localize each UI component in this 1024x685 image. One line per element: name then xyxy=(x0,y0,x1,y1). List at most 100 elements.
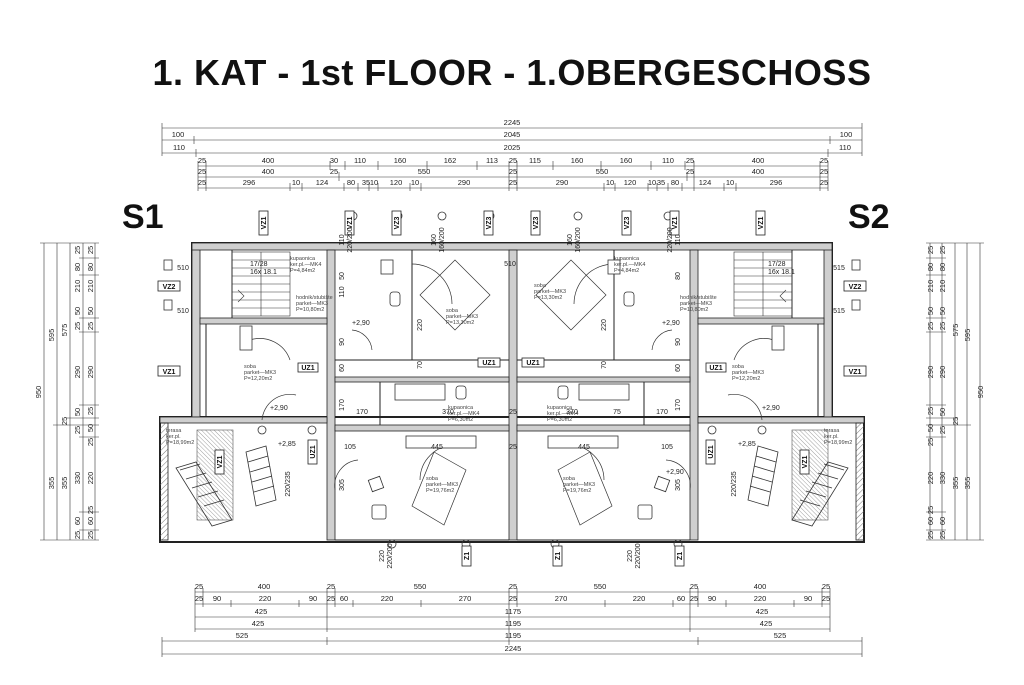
dim-text: 400 xyxy=(754,582,767,591)
room-area: P=13,30m2 xyxy=(446,320,474,326)
dim-text: 25 xyxy=(73,531,82,539)
room-area: P=12,20m2 xyxy=(244,376,272,382)
dim-text: 25 xyxy=(509,167,517,176)
dim-text: 50 xyxy=(86,424,95,432)
dim-text: 25 xyxy=(73,246,82,254)
dim-text: 220 xyxy=(601,319,608,331)
room-floor: ker.pl. xyxy=(166,434,181,440)
dim-text: 162 xyxy=(444,156,457,165)
room-floor: ker.pl.—MK4 xyxy=(547,411,578,417)
dim-text: 90 xyxy=(804,594,812,603)
dim-text: 50 xyxy=(73,307,82,315)
dim-text: 50 xyxy=(86,307,95,315)
dim-text: 50 xyxy=(938,408,947,416)
room-area: P=4,84m2 xyxy=(290,268,315,274)
vz2-marker: VZ2 xyxy=(849,284,862,291)
elevation-text: +2,90 xyxy=(352,320,370,327)
dim-text: 60 xyxy=(926,517,935,525)
room-floor: parket—MK3 xyxy=(534,289,566,295)
staircase-right xyxy=(733,251,793,317)
dim-text: 25 xyxy=(509,156,517,165)
z1-marker: Z1 xyxy=(555,552,562,560)
dim-text: 25 xyxy=(86,246,95,254)
dim-text: 25 xyxy=(86,506,95,514)
dim-text: 25 xyxy=(938,426,947,434)
dim-text: 290 xyxy=(86,366,95,379)
dim-text: 950 xyxy=(34,386,43,399)
dim-text: 400 xyxy=(752,167,765,176)
dim-text: 120 xyxy=(390,178,403,187)
dim-text: 305 xyxy=(339,479,346,491)
dim-text: 170 xyxy=(656,409,668,416)
room-floor: parket—MK3 xyxy=(680,301,712,307)
dim-text: 124 xyxy=(699,178,712,187)
dim-text: 35 xyxy=(657,178,665,187)
dim-text: 220 xyxy=(926,472,935,485)
dim-text: 30 xyxy=(330,156,338,165)
dim-text: 80 xyxy=(938,263,947,271)
room-name: kupaonica xyxy=(290,256,316,262)
room-floor: ker.pl.—MK4 xyxy=(290,262,321,268)
dim-text: 425 xyxy=(760,619,773,628)
dim-text: 25 xyxy=(822,594,830,603)
room-name: soba xyxy=(244,364,257,370)
dim-text: 50 xyxy=(926,307,935,315)
dim-text: 220 xyxy=(381,594,394,603)
dim-text: 25 xyxy=(198,167,206,176)
room-name: kupaonica xyxy=(448,405,474,411)
dim-text: 510 xyxy=(504,261,516,268)
dim-text: 35 xyxy=(362,178,370,187)
room-floor: parket—MK3 xyxy=(563,482,595,488)
room-area: P=19,76m2 xyxy=(426,488,454,494)
dim-text: 160 xyxy=(620,156,633,165)
dim-text: 25 xyxy=(198,156,206,165)
dim-text: 90 xyxy=(708,594,716,603)
z1-marker: Z1 xyxy=(464,552,471,560)
dim-text: 110 xyxy=(354,156,366,165)
dim-text: 510 xyxy=(177,265,189,272)
terrace-hatch xyxy=(159,422,865,541)
dim-text: 25 xyxy=(330,167,338,176)
dim-text: 210 xyxy=(926,280,935,293)
dim-text: 25 xyxy=(938,531,947,539)
dim-text: 330 xyxy=(73,472,82,485)
dim-text: 110 xyxy=(662,156,674,165)
z1-marker: Z1 xyxy=(677,552,684,560)
dim-text: 220/200 xyxy=(347,227,354,252)
dim-text: 220/200 xyxy=(667,227,674,252)
dim-text: 25 xyxy=(73,322,82,330)
dim-text: 25 xyxy=(73,426,82,434)
room-name: kupaonica xyxy=(547,405,573,411)
dim-text: 290 xyxy=(938,366,947,379)
dim-text: 80 xyxy=(671,178,679,187)
staircase-left xyxy=(231,251,291,317)
dim-text: 2025 xyxy=(504,143,521,152)
vz1-marker: VZ1 xyxy=(217,455,224,468)
room-area: P=10,80m2 xyxy=(296,307,324,313)
room-floor: parket—MK3 xyxy=(732,370,764,376)
dim-text: 170 xyxy=(339,399,346,411)
vz2-marker: VZ2 xyxy=(163,284,176,291)
dim-text: 355 xyxy=(47,477,56,490)
dim-text: 120 xyxy=(624,178,637,187)
dim-text: 10 xyxy=(606,178,614,187)
vz1-marker: VZ1 xyxy=(261,216,268,229)
dim-text: 60 xyxy=(938,517,947,525)
dim-text: 25 xyxy=(86,531,95,539)
dim-text: 25 xyxy=(690,594,698,603)
dim-text: 50 xyxy=(938,307,947,315)
dim-text: 370 xyxy=(566,409,578,416)
dim-text: 80 xyxy=(86,263,95,271)
wall-fill xyxy=(159,242,865,541)
unit-label-s2: S2 xyxy=(848,198,890,236)
room-name: hodnik/stubište xyxy=(680,295,717,301)
stairs-text: 16x 18.1 xyxy=(768,269,795,276)
interior-dimension-labels: 445 445 370 370 170 170 105 105 25 25 75… xyxy=(177,227,845,568)
dim-text: 370 xyxy=(442,409,454,416)
dim-text: 220/200 xyxy=(387,543,394,568)
dim-text: 25 xyxy=(690,582,698,591)
bottom-dimension-ticks xyxy=(161,588,863,657)
dim-text: 220 xyxy=(379,550,386,562)
room-floor: parket—MK3 xyxy=(296,301,328,307)
dim-text: 25 xyxy=(509,178,517,187)
